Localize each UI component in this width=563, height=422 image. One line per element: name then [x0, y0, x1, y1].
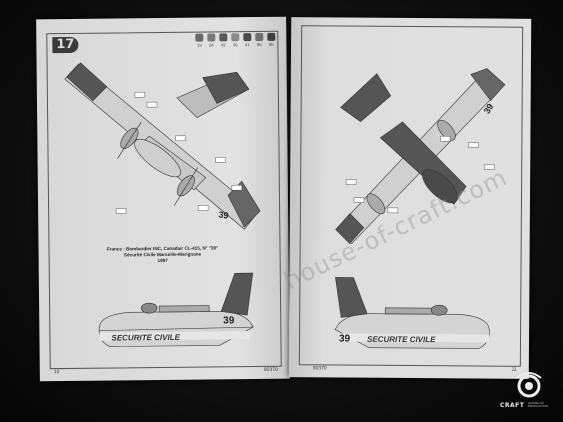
aircraft-side-view: SECURITE CIVILE 39 — [98, 272, 254, 347]
instruction-page-right: 39 39 SECURITE CIVILE 80370 11 — [288, 17, 532, 379]
wing-code: 39 — [218, 209, 229, 220]
fuselage-text: SECURITE CIVILE — [111, 333, 180, 343]
tail-number: 39 — [223, 315, 235, 326]
tail-number: 39 — [339, 334, 351, 345]
logo-subtitle: HOUSE OF PRODUCTION — [528, 401, 549, 408]
aircraft-top-view: 39 — [64, 62, 261, 230]
ref-code: 80370 — [263, 366, 278, 373]
aircraft-side-view-right: 39 SECURITE CIVILE — [334, 277, 490, 349]
logo-name: CRAFT — [500, 402, 525, 409]
instruction-page-left: 17 19 24 42 36 41 85 85 39 — [36, 16, 290, 382]
ref-code: 80370 — [312, 365, 327, 372]
livery-caption: France : Bombardier INC, Canadair CL-415… — [106, 245, 219, 264]
craft-logo-icon — [516, 372, 542, 398]
page-number: 10 — [53, 369, 60, 376]
aircraft-underside-view: 39 — [335, 68, 506, 245]
wing-code: 39 — [482, 102, 496, 116]
fuselage-text: SECURITE CIVILE — [367, 335, 436, 344]
